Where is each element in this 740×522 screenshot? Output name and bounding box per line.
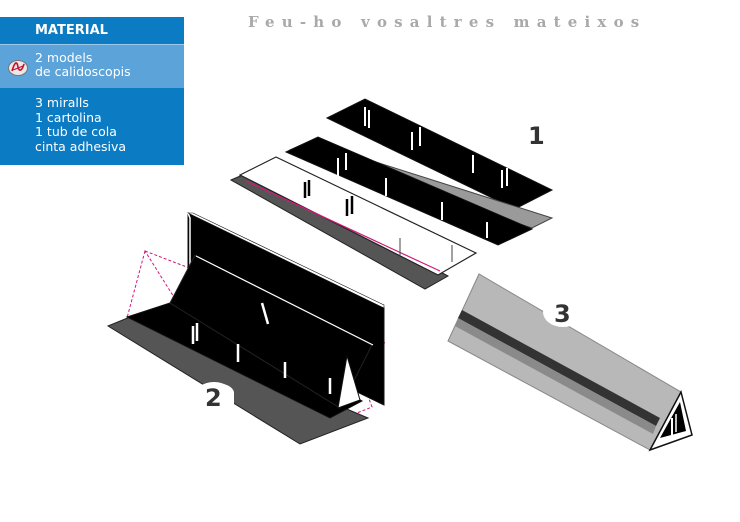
step-3-badge: 3 [543,297,583,328]
guide-line [245,180,441,272]
step-number: 1 [528,122,545,150]
material-list: 3 miralls 1 cartolina 1 tub de cola cint… [0,88,184,165]
step-1-flat-pieces [229,98,554,290]
calidoscope-models-link[interactable]: 2 models de calidoscopis [0,44,184,88]
step-2-badge: 2 [194,382,234,412]
step-number: 2 [205,384,222,412]
pdf-document-icon [8,60,28,76]
link-line-2[interactable]: de calidoscopis [35,64,131,79]
step-number: 3 [554,300,571,328]
material-item: 3 miralls [35,95,89,110]
strip-slits [303,180,354,216]
step-3-assembled-prism [447,273,693,452]
material-header: MATERIAL [0,17,184,44]
material-item: 1 tub de cola [35,124,117,139]
panel-slits [191,302,332,394]
front-white-strip [238,156,478,276]
strip-slits [364,107,508,188]
bottom-cardboard-strip [106,316,370,445]
bottom-mirror-panel [125,297,364,419]
step-2-folding [106,212,386,445]
material-item: 1 cartolina [35,109,102,125]
material-item: cinta adhesiva [35,138,127,154]
page-title: Feu-ho vosaltres mateixos [248,13,647,31]
strip-slits [337,153,488,238]
link-line-1[interactable]: 2 models [35,50,93,65]
material-sidebar: MATERIAL 2 models de calidoscopis 3 mira… [0,17,184,165]
back-mirror-strip [325,98,554,210]
middle-mirror-strip [284,136,534,246]
